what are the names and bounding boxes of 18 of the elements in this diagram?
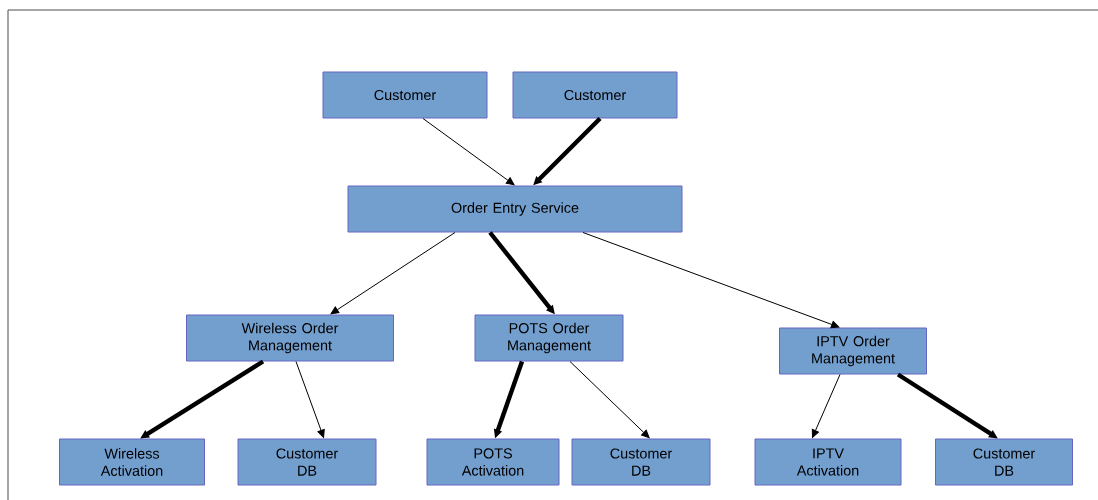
process-box: IPTV Activation xyxy=(754,438,902,486)
process-box: Wireless Activation xyxy=(59,438,205,486)
arrow xyxy=(330,232,456,315)
arrow xyxy=(569,361,650,439)
arrow xyxy=(811,374,841,438)
process-box: POTS Activation xyxy=(426,438,560,486)
process-box: Wireless Order Management xyxy=(186,314,394,362)
process-box: Customer xyxy=(322,71,488,119)
process-box: Customer DB xyxy=(571,438,711,486)
arrow xyxy=(422,118,515,186)
process-box: Customer DB xyxy=(237,438,377,486)
process-box: Order Entry Service xyxy=(347,185,683,233)
arrow xyxy=(582,232,840,329)
process-box: Customer DB xyxy=(935,438,1073,486)
process-box: IPTV Order Management xyxy=(779,327,927,375)
process-box: POTS Order Management xyxy=(474,314,624,362)
process-box: Customer xyxy=(512,71,678,119)
arrow xyxy=(295,361,325,438)
